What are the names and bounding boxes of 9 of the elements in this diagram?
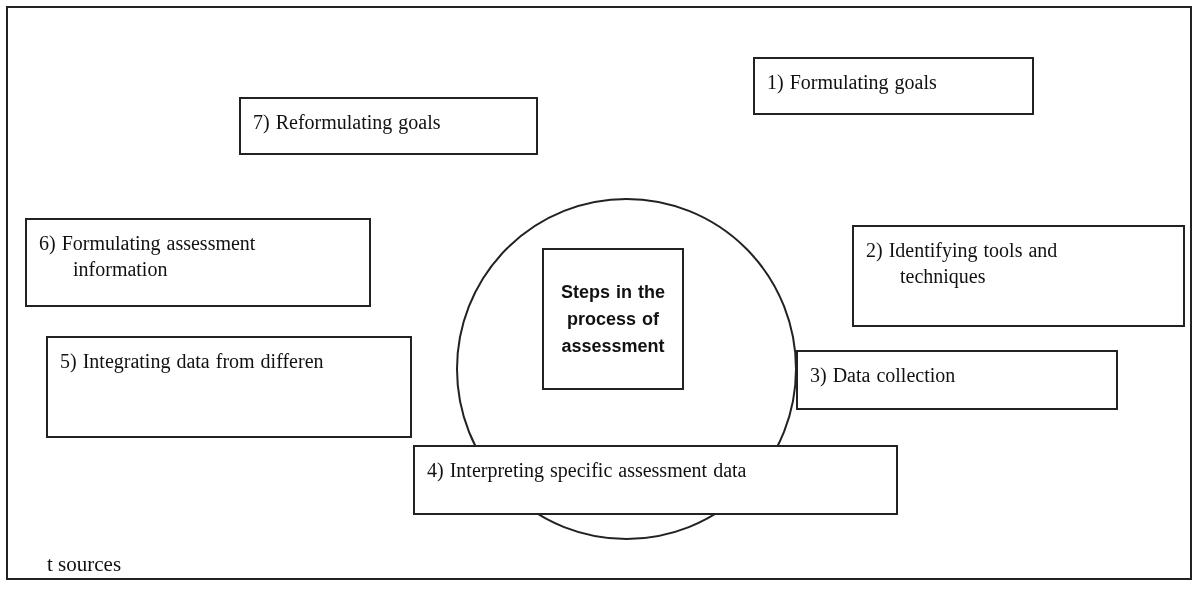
step-box: 2) Identifying tools and techniques (852, 225, 1185, 327)
step-box: 6) Formulating assessment information (25, 218, 371, 307)
step-box: 4) Interpreting specific assessment data (413, 445, 898, 515)
step-box: 1) Formulating goals (753, 57, 1034, 115)
step-box: 3) Data collection (796, 350, 1118, 410)
title-box: Steps in the process of assessment (542, 248, 684, 390)
step-box: 5) Integrating data from differen (46, 336, 412, 438)
note-text: t sources (47, 552, 122, 577)
step-box: 7) Reformulating goals (239, 97, 538, 155)
